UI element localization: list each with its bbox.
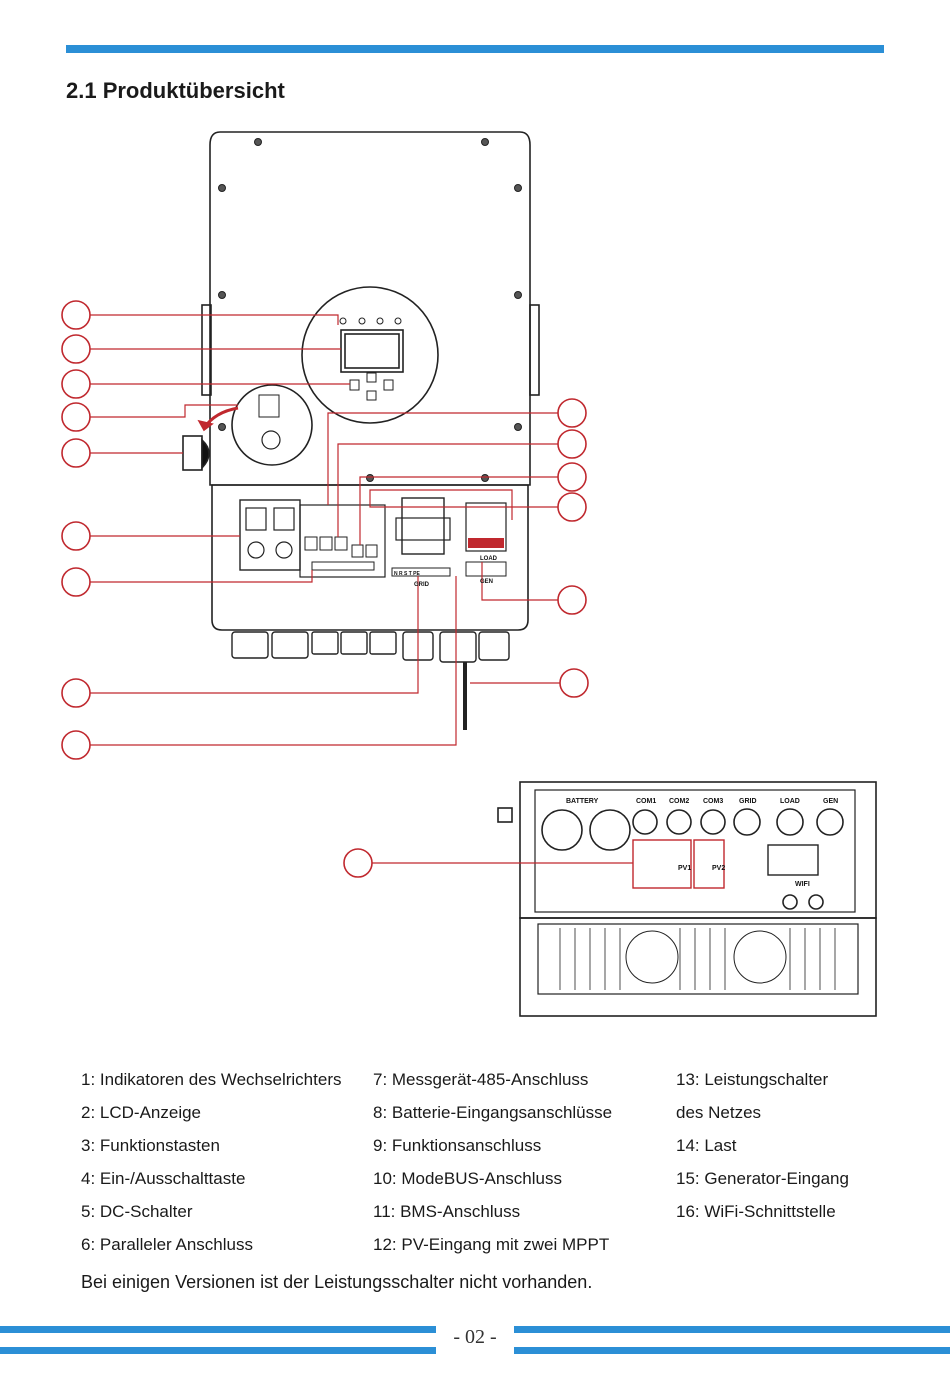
callout-7 [61, 567, 91, 597]
legend-column-1: 1: Indikatoren des Wechselrichters 2: LC… [81, 1063, 341, 1261]
legend-item: 12: PV-Eingang mit zwei MPPT [373, 1235, 610, 1254]
product-overview-figure: BATTERY COM1 COM2 COM3 GRID LOAD GEN PV1… [61, 131, 877, 1017]
legend-item: 14: Last [676, 1136, 737, 1155]
legend-item: 11: BMS-Anschluss [373, 1202, 521, 1221]
wiring-box [211, 484, 529, 631]
legend-item: 1: Indikatoren des Wechselrichters [81, 1070, 342, 1089]
legend-item: 6: Paralleler Anschluss [81, 1235, 253, 1254]
legend-item: 7: Messgerät-485-Anschluss [373, 1070, 589, 1089]
label-com3: COM3 [703, 798, 723, 805]
label-grid: GRID [739, 798, 757, 805]
legend-item: 16: WiFi-Schnittstelle [676, 1202, 836, 1221]
footer-rule-right-upper [514, 1326, 950, 1333]
legend-item: 5: DC-Schalter [81, 1202, 193, 1221]
legend-item: 13: Leistungschalter [676, 1070, 829, 1089]
side-handle-right [529, 304, 540, 396]
page-number: - 02 - [453, 1326, 497, 1348]
header-rule [66, 45, 884, 53]
side-handle-left [201, 304, 212, 396]
legend-column-2: 7: Messgerät-485-Anschluss 8: Batterie-E… [373, 1063, 612, 1261]
page-title: 2.1 Produktübersicht [66, 78, 285, 103]
label-com1: COM1 [636, 798, 656, 805]
legend-item: des Netzes [676, 1103, 762, 1122]
label-battery: BATTERY [566, 798, 599, 805]
callout-2 [61, 334, 91, 364]
legend-item: 8: Batterie-Eingangsanschlüsse [373, 1103, 613, 1122]
label-load: LOAD [780, 798, 800, 805]
callout-11 [557, 429, 587, 459]
callout-3 [61, 369, 91, 399]
legend-item: 15: Generator-Eingang [676, 1169, 849, 1188]
legend-item: 3: Funktionstasten [81, 1136, 220, 1155]
callout-5 [61, 438, 91, 468]
label-pv1: PV1 [678, 865, 691, 872]
legend-item: 2: LCD-Anzeige [81, 1103, 202, 1122]
callout-10 [557, 398, 587, 428]
label-pv2: PV2 [712, 865, 725, 872]
dc-switch [182, 435, 203, 471]
footer-rule-left-upper [0, 1326, 436, 1333]
callout-6 [61, 521, 91, 551]
version-note: Bei einigen Versionen ist der Leistungss… [81, 1272, 593, 1292]
callout-13 [557, 492, 587, 522]
inverter-body [209, 131, 531, 486]
label-wifi: WIFI [795, 881, 810, 888]
callout-1 [61, 300, 91, 330]
display-zoom [301, 286, 439, 424]
lcd-screen [340, 329, 404, 373]
label-grid-terminal: GRID [414, 582, 430, 588]
callout-16 [343, 848, 373, 878]
legend-item: 9: Funktionsanschluss [373, 1136, 542, 1155]
legend-column-3: 13: Leistungschalter des Netzes 14: Last… [676, 1063, 849, 1228]
legend-item: 10: ModeBUS-Anschluss [373, 1169, 562, 1188]
legend-item: 4: Ein-/Ausschalttaste [81, 1169, 246, 1188]
label-terminal-letters: N R S T PE [394, 571, 421, 577]
label-gen: GEN [823, 798, 838, 805]
callout-4 [61, 402, 91, 432]
callout-14 [557, 585, 587, 615]
footer-rule-right-lower [514, 1347, 950, 1354]
power-switch-zoom [231, 384, 313, 466]
callout-9 [61, 730, 91, 760]
callout-12 [557, 462, 587, 492]
callout-8 [61, 678, 91, 708]
label-com2: COM2 [669, 798, 689, 805]
label-gen-terminal: GEN [480, 579, 493, 585]
label-load-terminal: LOAD [480, 556, 498, 562]
callout-15 [559, 668, 589, 698]
footer-rule-left-lower [0, 1347, 436, 1354]
